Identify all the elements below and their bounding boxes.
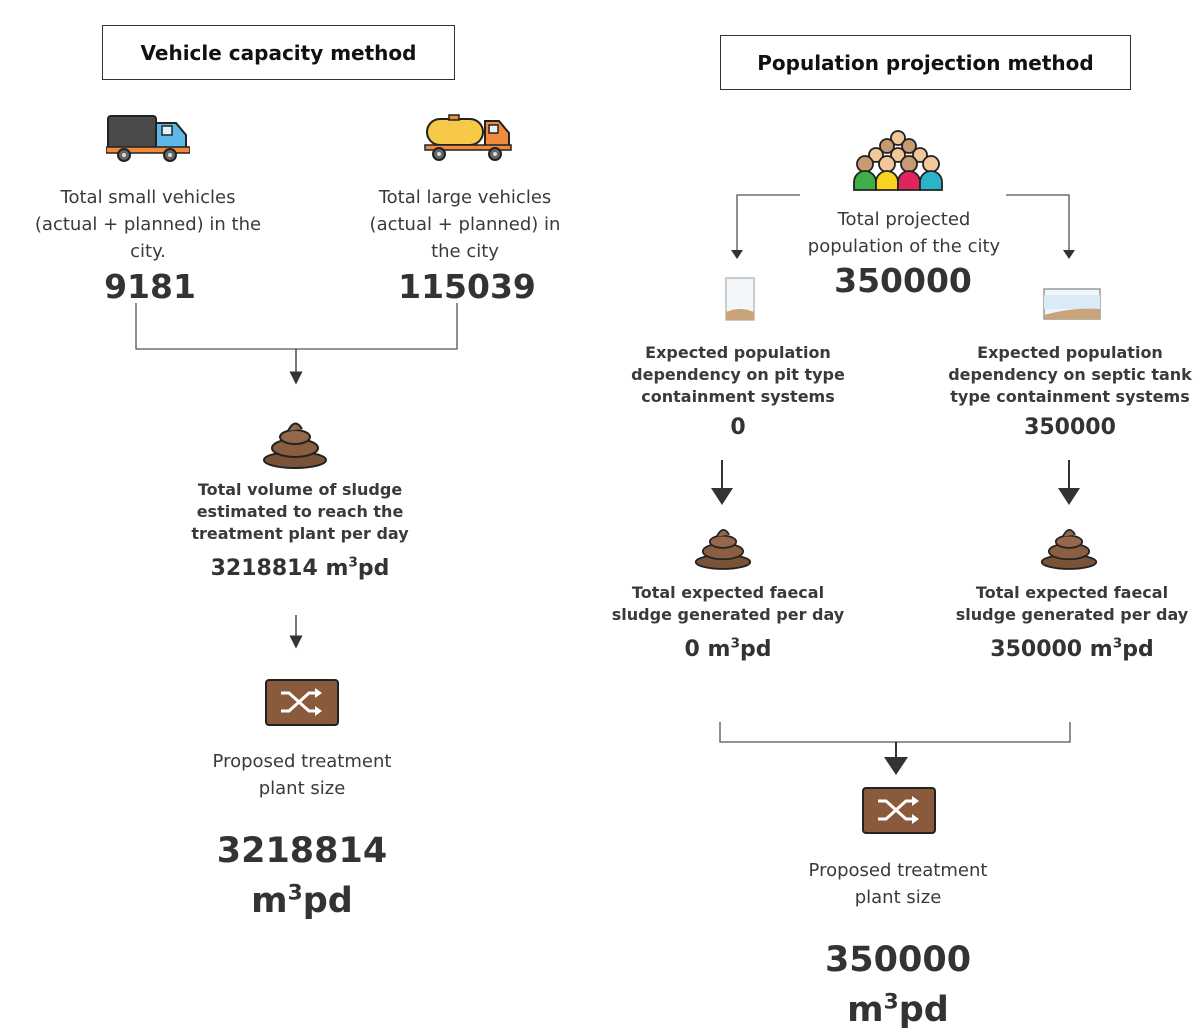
population-plant-size-value: 350000 m3pd [748,935,1048,1035]
unit-sup: 3 [287,880,303,906]
septic-dependency-value: 350000 [1024,415,1116,440]
large-vehicles-value: 115039 [398,267,536,306]
septic-sludge-number: 350000 [990,637,1083,662]
vehicle-method-title-text: Vehicle capacity method [140,40,417,65]
plant-size-unit: m3pd [150,876,454,926]
pit-sludge-number: 0 [684,637,700,662]
unit-tail: pd [739,637,772,662]
small-vehicles-value: 9181 [104,267,196,306]
population-method-title-text: Population projection method [757,50,1094,75]
plant-size-number: 3218814 [216,831,388,871]
septic-sludge-value: 350000 m3pd [950,636,1194,665]
population-plant-size-number: 350000 [824,940,972,980]
septic-sludge-label: Total expected faecal sludge generated p… [955,583,1189,624]
unit-sup: 3 [730,635,740,652]
sludge-volume-unit: m3pd [325,556,389,581]
sludge-volume-value: 3218814 m3pd [150,555,450,584]
unit-tail: pd [1122,637,1154,662]
small-vehicles-label: Total small vehicles (actual + planned) … [34,187,262,262]
unit-sup: 3 [1112,635,1123,652]
pit-sludge-value: 0 m3pd [628,636,828,665]
sludge-volume-label: Total volume of sludge estimated to reac… [191,480,409,543]
plant-size-value: 3218814 m3pd [150,826,454,926]
sludge-volume-number: 3218814 [210,556,318,581]
unit-sup: 3 [348,554,358,571]
population-method-title: Population projection method [720,35,1131,90]
unit-tail: pd [302,881,353,921]
unit-base: m [847,990,884,1030]
unit-base: m [251,881,288,921]
pit-dependency-label: Expected population dependency on pit ty… [631,343,845,406]
sludge-icon [1040,528,1098,570]
septic-sludge-unit: m3pd [1090,637,1154,662]
population-label: Total projected population of the city [807,209,1001,257]
treatment-plant-icon [265,679,339,726]
pit-dependency-value: 0 [730,415,746,440]
unit-sup: 3 [883,989,899,1015]
large-vehicles-label: Total large vehicles (actual + planned) … [369,187,561,262]
vehicle-method-title: Vehicle capacity method [102,25,455,80]
small-truck-icon [106,115,190,162]
unit-base: m [1089,637,1113,662]
crowd-icon [853,130,943,191]
septic-dependency-label: Expected population dependency on septic… [948,343,1192,406]
population-plant-size-label: Proposed treatment plant size [808,860,988,908]
septic-tank-icon [1043,288,1101,320]
population-value: 350000 [834,261,972,300]
pit-sludge-unit: m3pd [708,637,772,662]
unit-base: m [707,637,731,662]
pit-sludge-label: Total expected faecal sludge generated p… [611,583,845,624]
population-plant-size-unit: m3pd [748,985,1048,1035]
unit-base: m [325,556,349,581]
sludge-icon [263,422,327,469]
tanker-truck-icon [424,114,512,161]
sludge-icon [694,528,752,570]
plant-size-label: Proposed treatment plant size [212,751,392,799]
pit-container-icon [725,277,755,321]
unit-tail: pd [357,556,390,581]
treatment-plant-icon [862,787,936,834]
unit-tail: pd [898,990,949,1030]
